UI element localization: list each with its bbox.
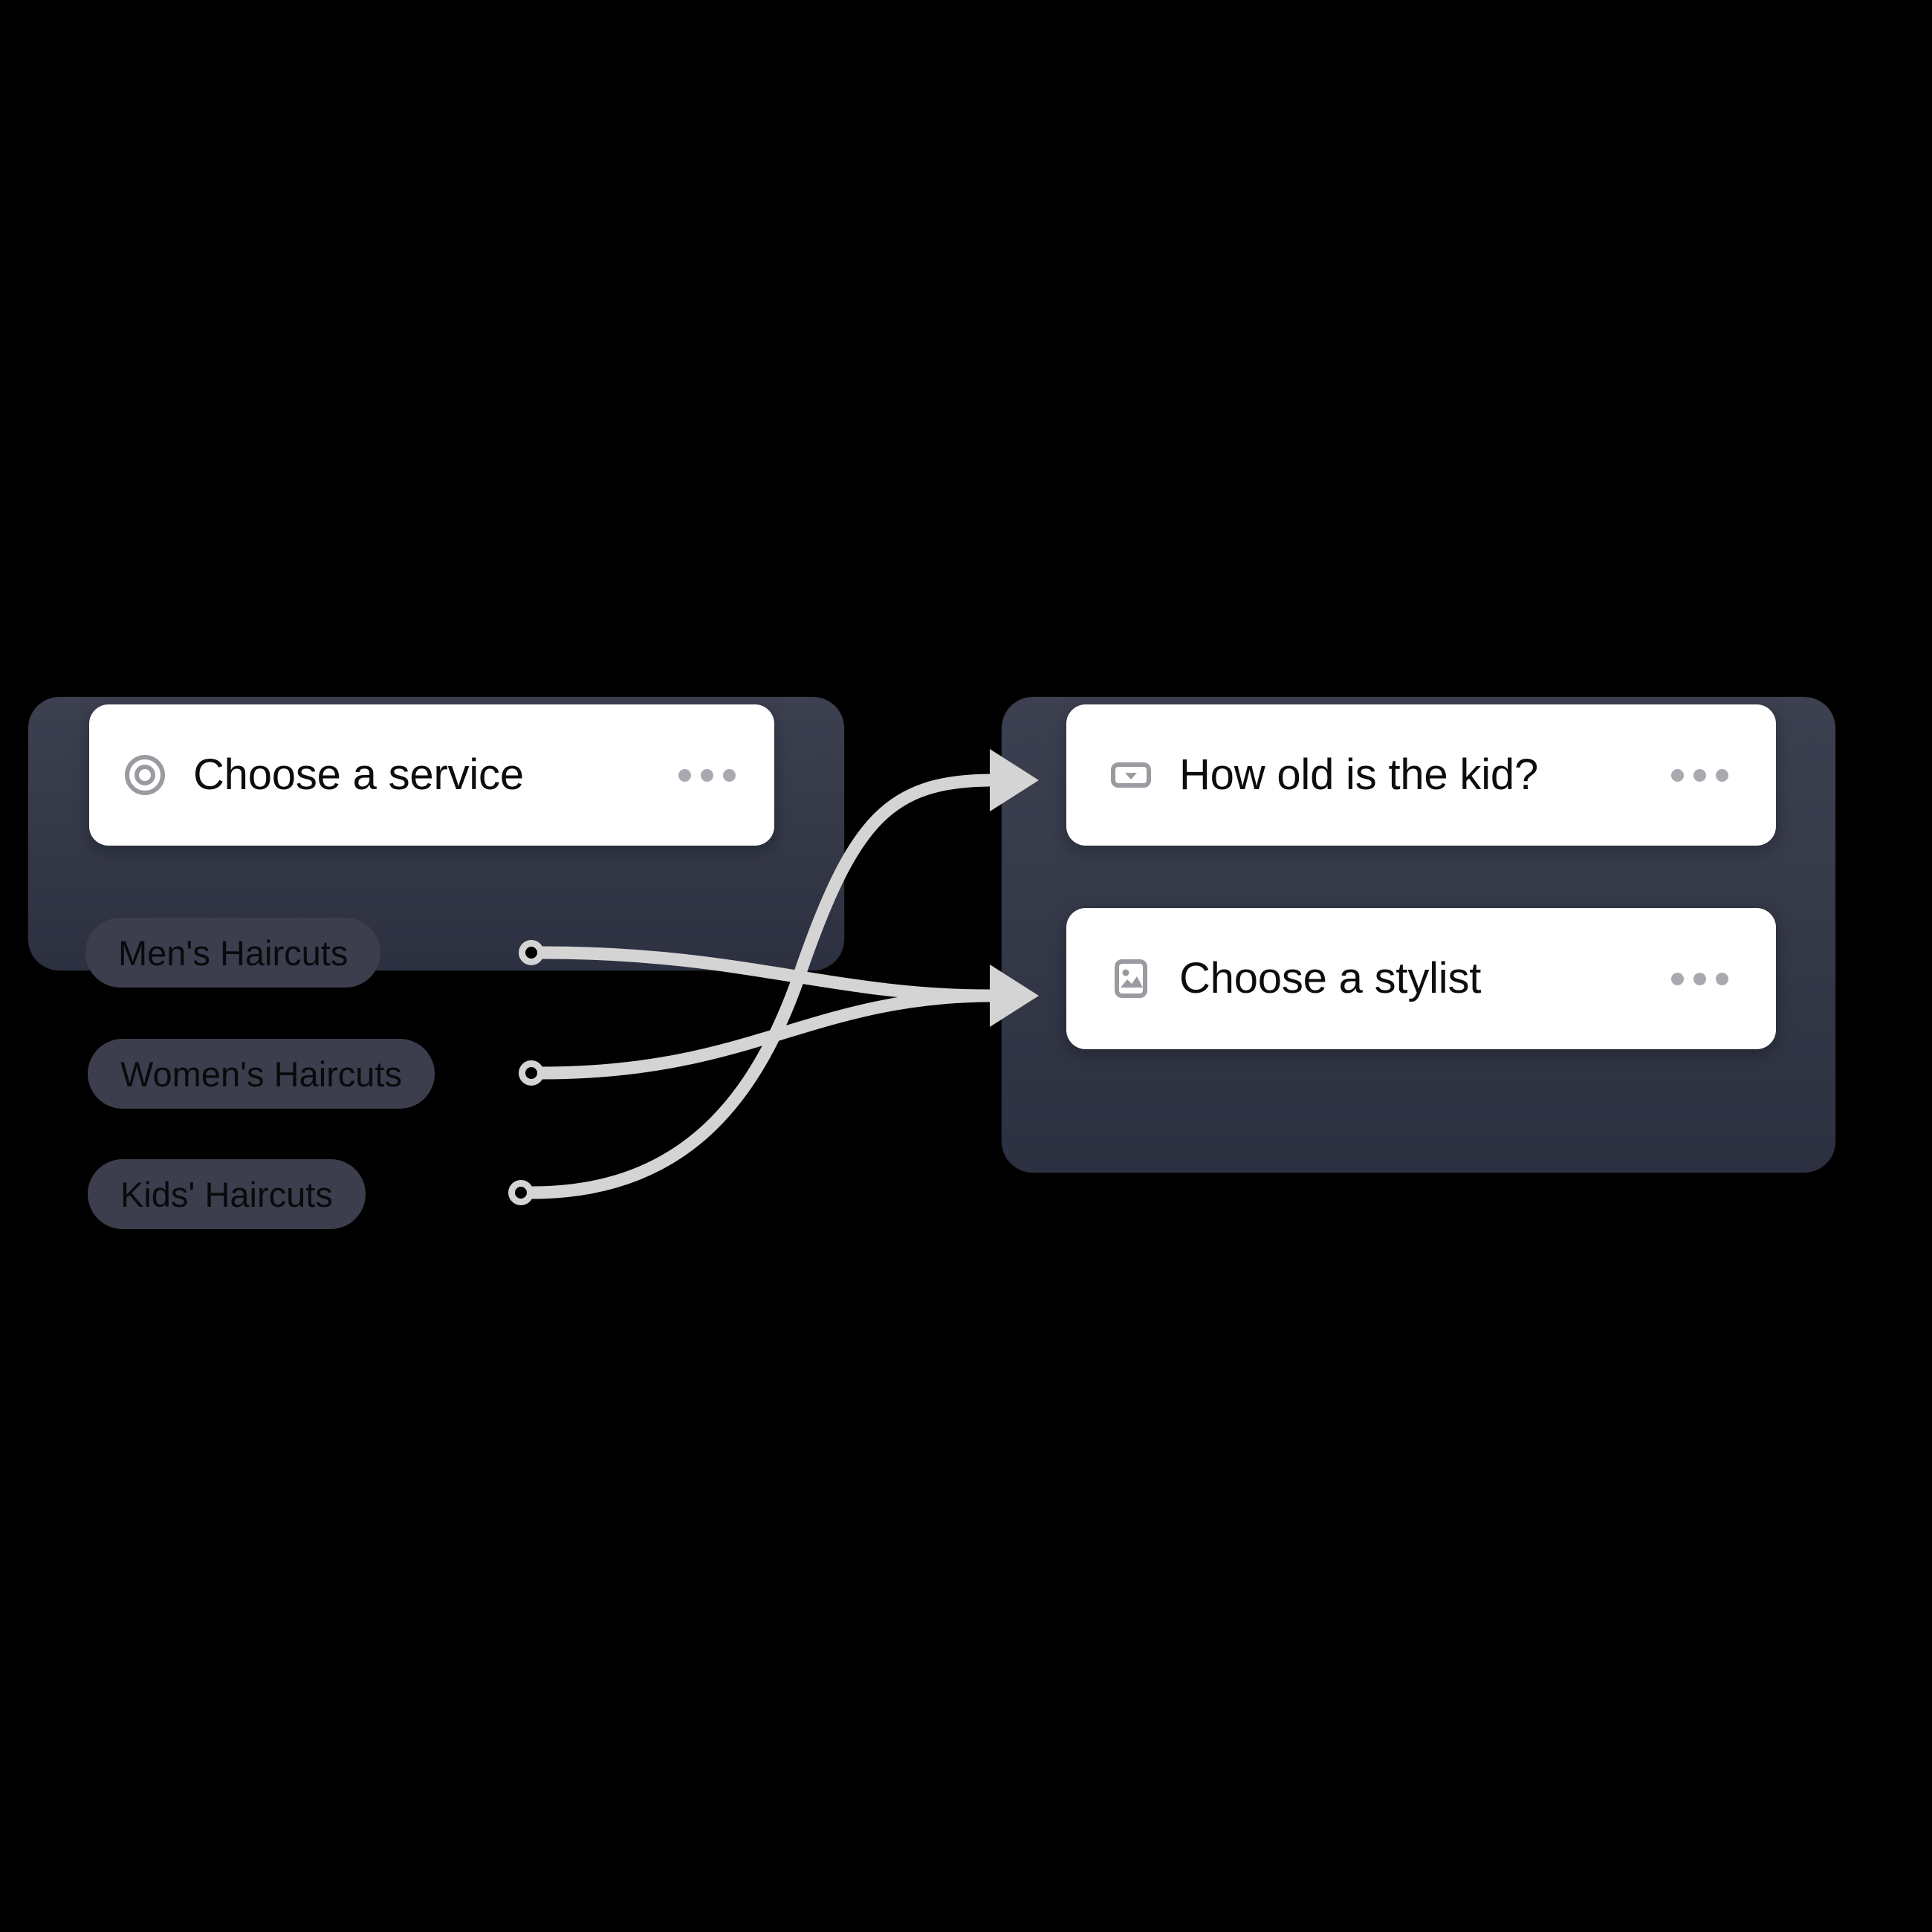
dropdown-select-icon <box>1109 753 1153 797</box>
menu-dot-icon <box>1716 972 1728 985</box>
source-handle-mens-haircuts[interactable] <box>519 940 544 965</box>
menu-dot-icon <box>1671 768 1684 782</box>
card-title: Choose a service <box>193 751 524 799</box>
card-more-options-button[interactable] <box>674 757 740 794</box>
menu-dot-icon <box>1671 972 1684 985</box>
option-pill-womens-haircuts[interactable]: Women's Haircuts <box>88 1039 435 1109</box>
option-pill-label: Women's Haircuts <box>120 1054 402 1094</box>
node-card-choose-a-stylist[interactable]: Choose a stylist <box>1066 908 1776 1049</box>
menu-dot-icon <box>1716 768 1728 782</box>
menu-dot-icon <box>678 768 691 782</box>
node-card-choose-a-service[interactable]: Choose a service <box>89 704 774 846</box>
card-more-options-button[interactable] <box>1667 757 1733 794</box>
radio-target-icon <box>123 753 166 797</box>
image-picker-icon <box>1109 957 1153 1000</box>
card-title: How old is the kid? <box>1179 751 1538 799</box>
option-pill-mens-haircuts[interactable]: Men's Haircuts <box>85 918 381 988</box>
menu-dot-icon <box>1693 972 1706 985</box>
card-title: Choose a stylist <box>1179 954 1482 1002</box>
option-pill-label: Men's Haircuts <box>118 933 349 973</box>
source-handle-womens-haircuts[interactable] <box>519 1060 544 1086</box>
card-more-options-button[interactable] <box>1667 961 1733 997</box>
edge-womens-to-stylist <box>536 989 995 1080</box>
node-card-how-old-is-the-kid[interactable]: How old is the kid? <box>1066 704 1776 846</box>
source-handle-kids-haircuts[interactable] <box>508 1180 534 1205</box>
menu-dot-icon <box>723 768 736 782</box>
menu-dot-icon <box>701 768 713 782</box>
option-pill-kids-haircuts[interactable]: Kids' Haircuts <box>88 1159 366 1229</box>
menu-dot-icon <box>1693 768 1706 782</box>
option-pill-label: Kids' Haircuts <box>120 1174 333 1214</box>
